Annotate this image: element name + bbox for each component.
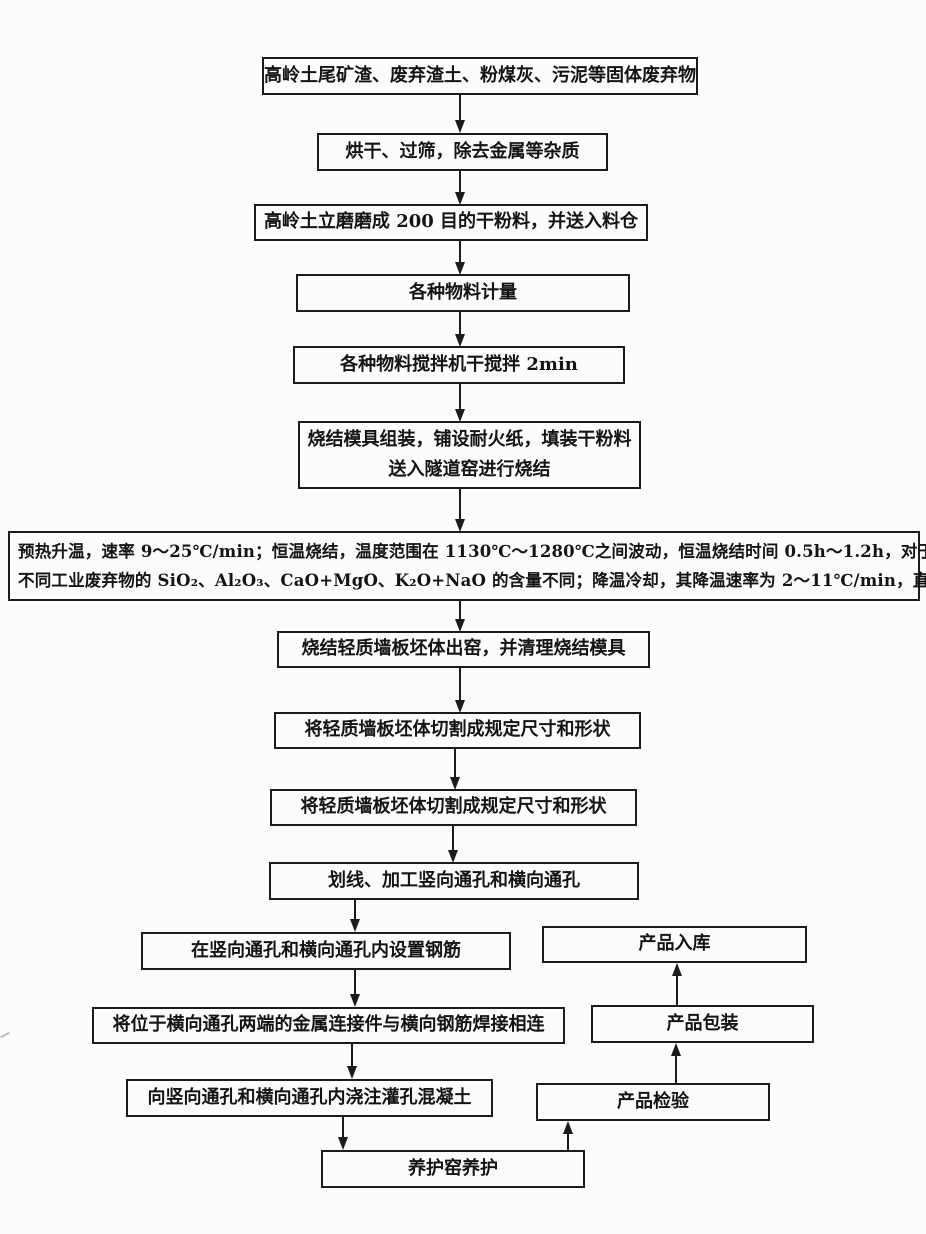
node-scribing-hole-machining: 划线、加工竖向通孔和横向通孔: [269, 862, 639, 900]
node-grout-concrete-pouring: 向竖向通孔和横向通孔内浇注灌孔混凝土: [126, 1079, 493, 1117]
node-label: 将位于横向通孔两端的金属连接件与横向钢筋焊接相连: [112, 1014, 545, 1036]
node-label: 产品检验: [617, 1090, 689, 1112]
arrow-scribing-to-rebar: [349, 900, 360, 932]
arrow-grouting-to-curing: [337, 1117, 348, 1150]
node-label: 高岭土尾矿渣、废弃渣土、粉煤灰、污泥等固体废弃物: [264, 64, 696, 86]
node-label-line2: 不同工业废弃物的 SiO₂、Al₂O₃、CaO+MgO、K₂O+NaO 的含量不…: [18, 571, 926, 590]
node-mold-assembly-filling: 烧结模具组装，铺设耐火纸，填装干粉料 送入隧道窑进行烧结: [298, 421, 641, 489]
node-label: 划线、加工竖向通孔和横向通孔: [328, 869, 580, 891]
node-label: 养护窑养护: [408, 1157, 498, 1179]
node-label-line1: 预热升温，速率 9～25℃/min；恒温烧结，温度范围在 1130℃～1280℃…: [18, 542, 926, 561]
node-label: 将轻质墙板坯体切割成规定尺寸和形状: [304, 719, 611, 741]
arrow-metering-to-mixing: [454, 312, 465, 347]
arrow-packaging-to-warehousing: [671, 963, 682, 1005]
arrow-cutting2-to-scribing: [447, 826, 458, 863]
node-rebar-placement: 在竖向通孔和横向通孔内设置钢筋: [141, 932, 511, 970]
arrow-sintering-to-kilnexit: [454, 601, 465, 632]
node-cutting-to-size-1: 将轻质墙板坯体切割成规定尺寸和形状: [274, 712, 641, 749]
arrow-mold-to-sintering: [454, 489, 465, 532]
arrow-rebar-to-welding: [349, 970, 360, 1007]
arrow-raw-to-drying: [454, 95, 465, 133]
node-label: 产品包装: [666, 1012, 739, 1034]
arrow-welding-to-grouting: [346, 1044, 357, 1079]
arrow-kilnexit-to-cutting1: [454, 668, 465, 713]
node-label-line1: 烧结模具组装，铺设耐火纸，填装干粉料: [307, 429, 632, 450]
node-label: 烘干、过筛，除去金属等杂质: [345, 140, 580, 162]
node-product-warehousing: 产品入库: [542, 926, 807, 963]
arrow-grinding-to-metering: [454, 241, 465, 275]
node-drying-sieving: 烘干、过筛，除去金属等杂质: [317, 133, 608, 171]
node-label: 烧结轻质墙板坯体出窑，并清理烧结模具: [301, 638, 626, 660]
arrow-inspection-to-packaging: [670, 1043, 681, 1083]
node-label: 各种物料计量: [409, 281, 517, 303]
node-material-metering: 各种物料计量: [296, 274, 630, 312]
node-label: 各种物料搅拌机干搅拌 2min: [340, 353, 578, 375]
node-label-line2: 送入隧道窑进行烧结: [388, 459, 551, 480]
arrow-curing-to-inspection: [562, 1121, 573, 1150]
arrow-drying-to-grinding: [454, 171, 465, 205]
node-curing-kiln: 养护窑养护: [321, 1150, 585, 1188]
arrow-cutting1-to-cutting2: [449, 749, 460, 790]
node-label: 向竖向通孔和横向通孔内浇注灌孔混凝土: [147, 1086, 472, 1108]
node-label: 高岭土立磨磨成 200 目的干粉料，并送入料仓: [263, 211, 639, 233]
node-dry-mixing: 各种物料搅拌机干搅拌 2min: [293, 346, 625, 384]
node-kiln-exit-mold-cleaning: 烧结轻质墙板坯体出窑，并清理烧结模具: [277, 631, 650, 668]
arrow-mixing-to-mold: [454, 384, 465, 422]
node-connector-welding: 将位于横向通孔两端的金属连接件与横向钢筋焊接相连: [92, 1007, 565, 1044]
node-product-packaging: 产品包装: [591, 1005, 814, 1043]
node-vertical-mill-grinding: 高岭土立磨磨成 200 目的干粉料，并送入料仓: [254, 204, 648, 241]
node-label: 将轻质墙板坯体切割成规定尺寸和形状: [300, 796, 607, 818]
node-cutting-to-size-2: 将轻质墙板坯体切割成规定尺寸和形状: [270, 789, 637, 826]
scan-artifact-mark: [0, 1031, 10, 1039]
node-label: 在竖向通孔和横向通孔内设置钢筋: [191, 939, 461, 961]
node-label: 产品入库: [638, 933, 711, 955]
node-sintering-parameters: 预热升温，速率 9～25℃/min；恒温烧结，温度范围在 1130℃～1280℃…: [8, 531, 926, 601]
node-raw-solid-waste: 高岭土尾矿渣、废弃渣土、粉煤灰、污泥等固体废弃物: [262, 57, 698, 95]
node-product-inspection: 产品检验: [536, 1083, 770, 1121]
